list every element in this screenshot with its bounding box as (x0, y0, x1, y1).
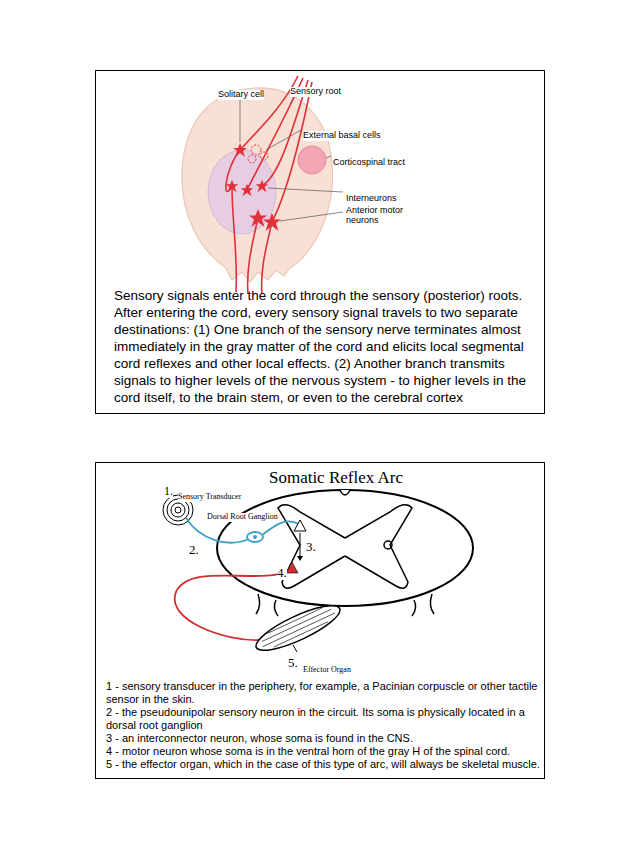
label-anchor: External basal cells (303, 124, 381, 142)
part-label: Effector Organ (303, 666, 351, 675)
label-anchor: Corticospinal tract (333, 151, 405, 169)
label-anchor: Effector Organ (303, 658, 351, 676)
part-label: Solitary cell (218, 90, 264, 100)
list-item: 3 - an interconnector neuron, whose soma… (106, 732, 542, 745)
label-anchor: 2. (189, 540, 199, 558)
label-anchor: 3. (306, 537, 316, 555)
list-item: 1 - sensory transducer in the periphery,… (106, 680, 542, 706)
list-item: 2 - the pseudounipolar sensory neuron in… (106, 706, 542, 732)
callout-number: 1. (164, 485, 173, 498)
part-label: Anterior motor neurons (346, 206, 414, 226)
part-label: External basal cells (303, 131, 381, 141)
part-label: Sensory root (290, 87, 341, 97)
label-anchor: Sensory root (290, 80, 341, 98)
part-label: Interneurons (346, 194, 397, 204)
callout-number: 4. (277, 566, 287, 580)
label-anchor: Dorsal Root Ganglion (207, 505, 278, 523)
callout-number: 2. (189, 543, 199, 557)
list-item: 4 - motor neuron whose soma is in the ve… (106, 745, 542, 758)
label-anchor: Interneurons (346, 187, 397, 205)
reflex-arc (163, 490, 473, 658)
list-item: 5 - the effector organ, which in the cas… (106, 758, 542, 771)
cord-section (182, 76, 343, 294)
label-anchor: Sensory Transducer (178, 485, 241, 503)
text-panel: Somatic Reflex Arc 1 - sensory transducer… (95, 462, 545, 779)
part-label: Sensory Transducer (178, 493, 241, 502)
part-label: Dorsal Root Ganglion (207, 513, 278, 522)
label-anchor: Anterior motor neurons (346, 206, 414, 227)
callout-number: 3. (306, 540, 316, 554)
body-text: Sensory signals enter the cord through t… (114, 287, 536, 406)
label-anchor: 4. (277, 563, 287, 581)
callout-number: 5. (288, 656, 298, 670)
panel-title: Somatic Reflex Arc (226, 468, 446, 488)
part-label: Corticospinal tract (333, 158, 405, 168)
label-anchor: 5. (288, 653, 298, 671)
label-anchor: Solitary cell (218, 83, 264, 101)
label-anchor: 1. (164, 481, 173, 499)
text-panel: Sensory signals enter the cord through t… (95, 70, 545, 414)
